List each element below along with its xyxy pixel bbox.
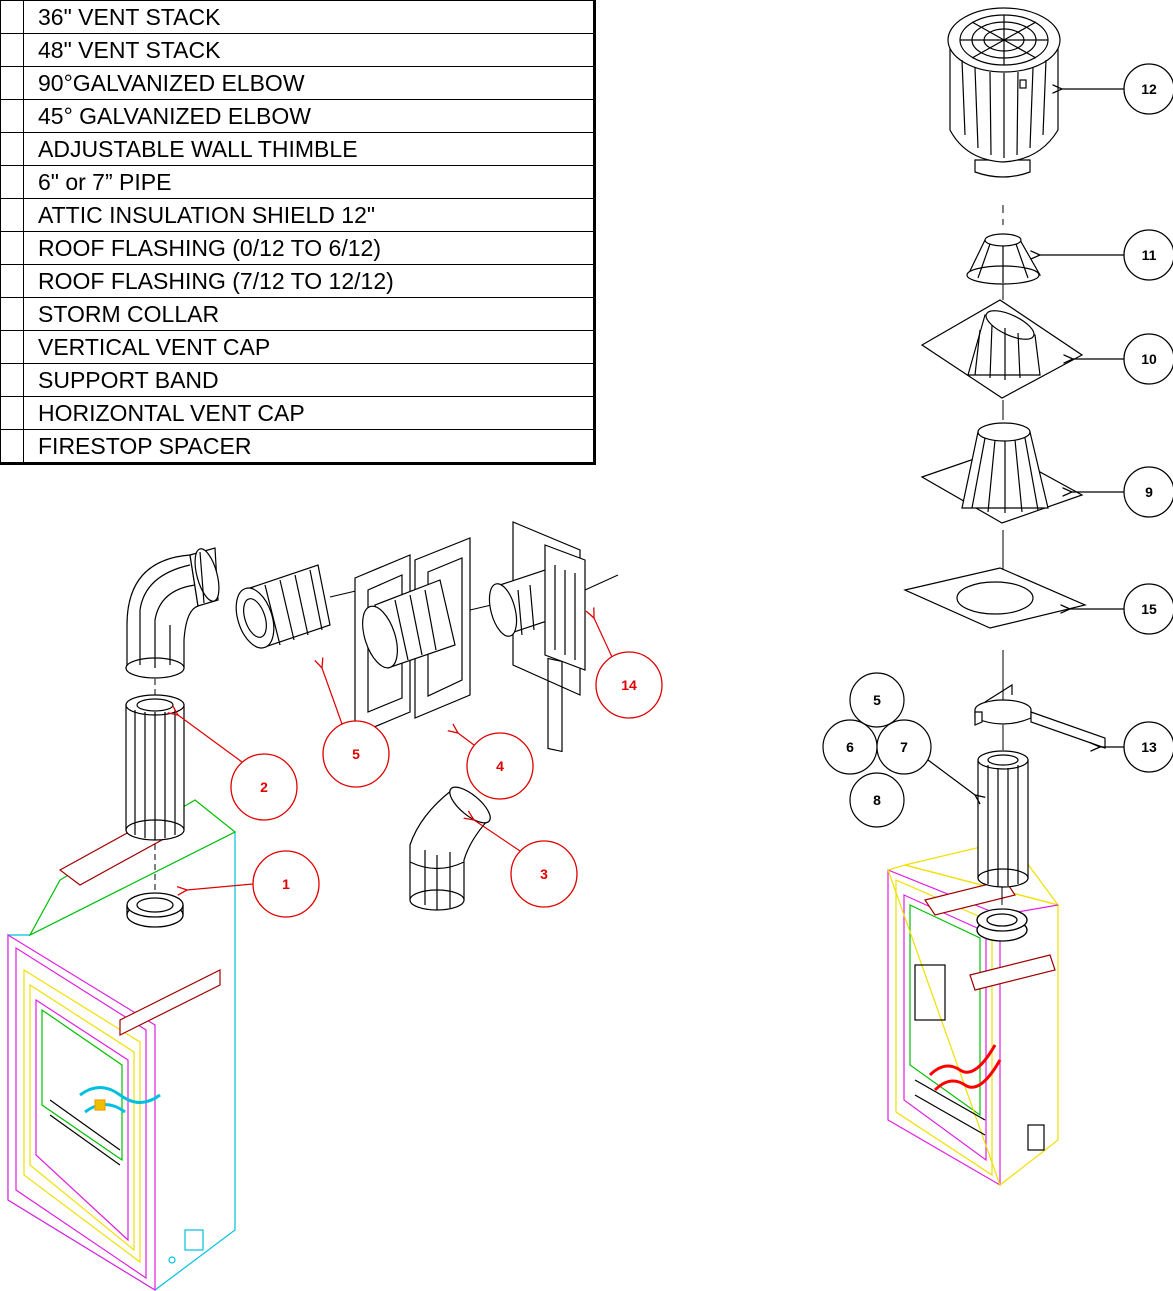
callout-15: 15 — [1070, 583, 1173, 635]
horizontal-vent-cap-part-14 — [488, 521, 586, 753]
part-label: ADJUSTABLE WALL THIMBLE — [23, 132, 595, 166]
parts-row: HORIZONTAL VENT CAP — [0, 396, 595, 430]
parts-list-table: 36" VENT STACK 48" VENT STACK 90°GALVANI… — [0, 0, 596, 465]
parts-row: 36" VENT STACK — [0, 0, 595, 34]
callout-12: 12 — [1062, 63, 1173, 115]
fireplace-right — [887, 839, 1060, 1187]
parts-row: ADJUSTABLE WALL THIMBLE — [0, 132, 595, 166]
part-label: 36" VENT STACK — [23, 0, 595, 34]
callout-9: 9 — [1072, 466, 1173, 518]
part-label: 90°GALVANIZED ELBOW — [23, 66, 595, 100]
callout-number: 5 — [873, 692, 881, 708]
support-band-part-13 — [974, 683, 1106, 749]
flue-collar-left — [126, 892, 184, 928]
parts-row: ATTIC INSULATION SHIELD 12" — [0, 198, 595, 232]
callout-number: 11 — [1142, 247, 1157, 263]
callout-number: 14 — [621, 677, 637, 693]
part-label: ATTIC INSULATION SHIELD 12" — [23, 198, 595, 232]
pipe-cluster-callouts: 5 6 7 8 — [822, 672, 975, 828]
callout-number: 9 — [1145, 484, 1153, 500]
part-label: SUPPORT BAND — [23, 363, 595, 397]
parts-row: ROOF FLASHING (7/12 TO 12/12) — [0, 264, 595, 298]
firestop-spacer-part-15 — [903, 567, 1087, 629]
callout-number: 4 — [496, 758, 504, 774]
roof-flashing-part-9 — [920, 422, 1084, 524]
vent-pipe-part-5 — [235, 564, 331, 649]
callout-number: 3 — [540, 866, 548, 882]
vent-pipe-part-1 — [125, 694, 185, 841]
callout-number: 7 — [900, 739, 908, 755]
callout-number: 12 — [1141, 81, 1157, 97]
parts-row: SUPPORT BAND — [0, 363, 595, 397]
callout-number: 8 — [873, 792, 881, 808]
callout-1: 1 — [187, 850, 320, 918]
part-label: ROOF FLASHING (7/12 TO 12/12) — [23, 264, 595, 298]
callout-number: 5 — [352, 746, 360, 762]
callout-3: 3 — [474, 820, 578, 908]
flue-collar-right — [976, 908, 1028, 942]
elbow-45-part-3 — [409, 786, 491, 911]
callout-14: 14 — [594, 618, 663, 719]
callout-11: 11 — [1040, 229, 1173, 281]
storm-collar-part-11 — [966, 233, 1042, 285]
vent-pipe-vertical — [977, 750, 1029, 888]
callout-number: 2 — [260, 779, 268, 795]
elbow-90-part-2 — [125, 547, 220, 679]
wall-thimble-part-4 — [354, 537, 471, 736]
callout-number: 6 — [846, 739, 854, 755]
callout-number: 15 — [1141, 601, 1157, 617]
part-label: FIRESTOP SPACER — [23, 429, 595, 464]
callout-4: 4 — [458, 733, 534, 800]
callout-number: 1 — [282, 876, 290, 892]
callout-13: 13 — [1100, 721, 1173, 773]
roof-flashing-part-10 — [920, 299, 1084, 399]
parts-row: 90°GALVANIZED ELBOW — [0, 66, 595, 100]
fireplace-left — [7, 799, 237, 1291]
callout-5: 5 — [322, 668, 390, 788]
callout-number: 13 — [1141, 739, 1157, 755]
parts-row: FIRESTOP SPACER — [0, 429, 595, 464]
callout-number: 10 — [1141, 351, 1157, 367]
vertical-vent-cap-part-12 — [947, 7, 1061, 178]
callout-2: 2 — [178, 715, 298, 821]
callout-10: 10 — [1073, 333, 1173, 385]
